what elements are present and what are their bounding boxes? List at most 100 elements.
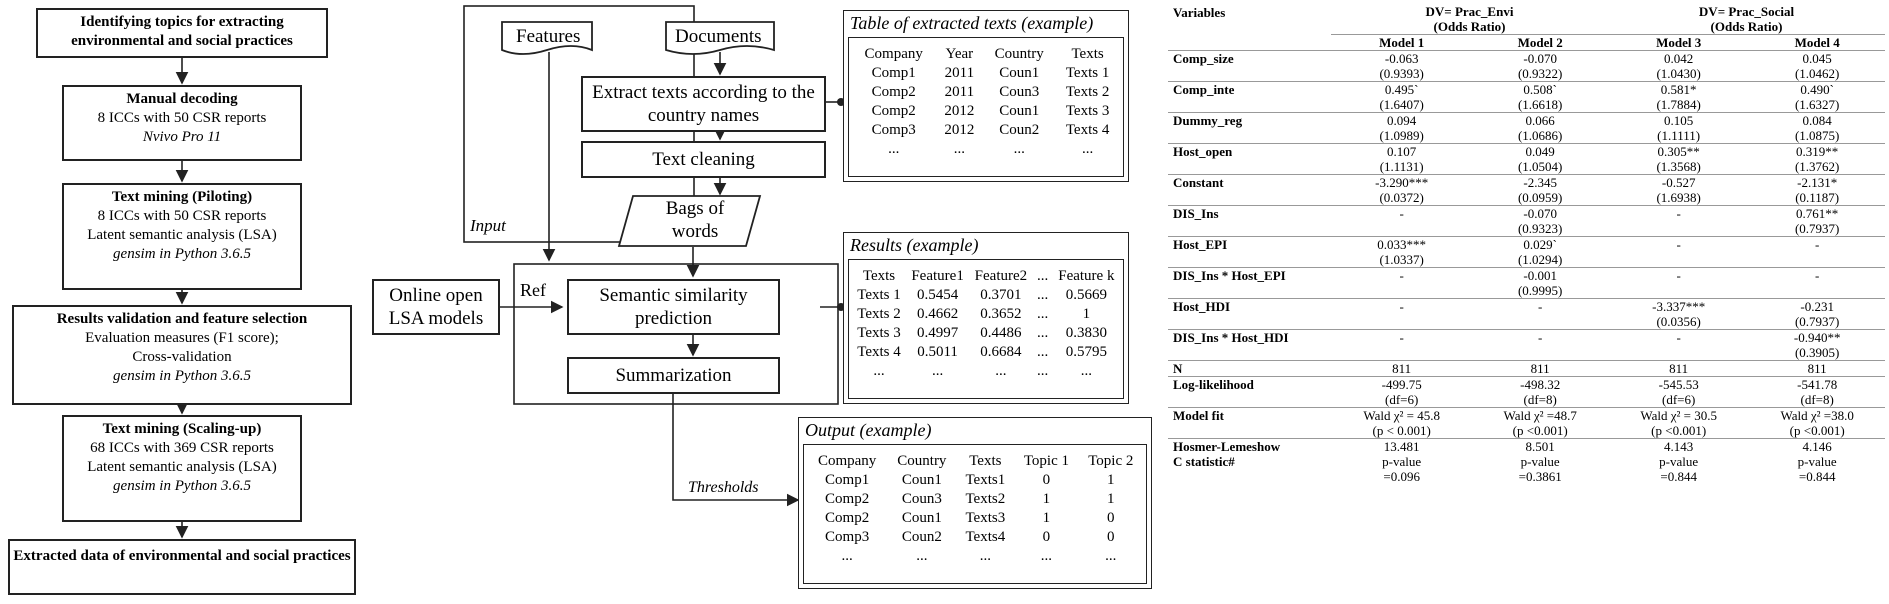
- coefficient: -541.78: [1797, 377, 1838, 392]
- model-1-cell: -: [1331, 298, 1473, 330]
- variable-name: Constant: [1168, 174, 1331, 206]
- model-2-cell: Wald χ² =48.7(p <0.001): [1472, 407, 1608, 439]
- model-4-cell: -0.940**(0.3905): [1749, 329, 1885, 361]
- flow-step-tool: gensim in Python 3.6.5: [113, 246, 251, 262]
- coefficient: -3.337***: [1652, 299, 1706, 314]
- coefficient: 0.045: [1802, 51, 1832, 66]
- coefficient: -0.063: [1384, 51, 1419, 66]
- coefficient: -2.345: [1523, 175, 1557, 190]
- regression-row: DIS_Ins--0.070(0.9323)-0.761**(0.7937): [1168, 205, 1885, 237]
- model-1-cell: 13.481: [1331, 438, 1473, 454]
- semantic-similarity-label: Semantic similarity prediction: [599, 285, 748, 329]
- regression-row: Constant-3.290***(0.0372)-2.345(0.0959)-…: [1168, 174, 1885, 206]
- coefficient: p-value: [1382, 454, 1422, 469]
- regression-table: Variables DV= Prac_Envi(Odds Ratio) DV= …: [1168, 4, 1885, 484]
- model-3-cell: 0.105(1.1111): [1607, 112, 1750, 144]
- coefficient: 13.481: [1383, 439, 1420, 454]
- thresholds-label: Thresholds: [688, 479, 759, 496]
- flow-step-line: 8 ICCs with 50 CSR reports: [97, 110, 267, 126]
- odds-ratio: (1.7884): [1656, 97, 1701, 112]
- model-1-header: Model 1: [1331, 34, 1473, 51]
- model-1-cell: -3.290***(0.0372): [1331, 174, 1473, 206]
- coefficient: 0.319**: [1796, 144, 1839, 159]
- odds-ratio: (0.0356): [1656, 314, 1701, 329]
- flow-step-line: Evaluation measures (F1 score);: [85, 330, 279, 346]
- model-3-cell: 0.042(1.0430): [1607, 50, 1750, 82]
- extract-texts-box: Extract texts according to the country n…: [581, 76, 826, 132]
- odds-ratio: (0.7937): [1794, 221, 1840, 236]
- coefficient: -3.290***: [1375, 175, 1429, 190]
- odds-ratio: (p <0.001): [1512, 423, 1568, 438]
- model-1-cell: 0.094(1.0989): [1331, 112, 1473, 144]
- flow-step-tool: Nvivo Pro 11: [142, 129, 222, 145]
- coefficient: -0.527: [1661, 175, 1696, 190]
- model-3-cell: -: [1607, 236, 1750, 268]
- results-title: Results (example): [850, 235, 979, 255]
- coefficient: 4.146: [1802, 439, 1832, 454]
- coefficient: -: [1676, 237, 1681, 252]
- model-4-cell: 811: [1749, 360, 1885, 377]
- flow-step-text-mining-piloting: Text mining (Piloting) 8 ICCs with 50 CS…: [62, 183, 302, 290]
- variable-name: Host_EPI: [1168, 236, 1331, 268]
- regression-row: Log-likelihood-499.75(df=6)-498.32(df=8)…: [1168, 376, 1885, 408]
- model-3-cell: -: [1607, 205, 1750, 237]
- model-3-cell: 811: [1607, 360, 1750, 377]
- model-2-header: Model 2: [1472, 34, 1608, 51]
- model-2-cell: -0.070(0.9322): [1472, 50, 1608, 82]
- model-4-cell: -: [1749, 236, 1885, 268]
- odds-ratio: (0.9323): [1517, 221, 1563, 236]
- odds-ratio: (1.0686): [1517, 128, 1563, 143]
- regression-body: Comp_size-0.063(0.9393)-0.070(0.9322)0.0…: [1168, 50, 1885, 484]
- flow-step-line: 8 ICCs with 50 CSR reports: [97, 208, 267, 224]
- coefficient: 0.042: [1664, 51, 1694, 66]
- dv-envi-header: DV= Prac_Envi(Odds Ratio): [1425, 4, 1514, 34]
- coefficient: 0.084: [1802, 113, 1832, 128]
- odds-ratio: (0.7937): [1794, 314, 1840, 329]
- coefficient: -545.53: [1658, 377, 1699, 392]
- odds-ratio: =0.844: [1798, 469, 1836, 484]
- model-1-cell: -: [1331, 267, 1473, 299]
- model-1-cell: -499.75(df=6): [1331, 376, 1473, 408]
- flow-step-title: Manual decoding: [126, 91, 238, 107]
- odds-ratio: (df=8): [1523, 392, 1557, 407]
- coefficient: 0.581*: [1660, 82, 1697, 97]
- extracted-texts-panel: Table of extracted texts (example) Compa…: [843, 10, 1129, 182]
- odds-ratio: (1.0989): [1379, 128, 1424, 143]
- coefficient: 811: [1807, 361, 1827, 376]
- odds-ratio: (0.1187): [1795, 190, 1840, 205]
- coefficient: Wald χ² =38.0: [1780, 408, 1854, 423]
- coefficient: p-value: [1797, 454, 1837, 469]
- coefficient: -: [1676, 206, 1681, 221]
- odds-ratio: (1.6938): [1656, 190, 1701, 205]
- coefficient: 0.049: [1525, 144, 1555, 159]
- summarization-box: Summarization: [567, 357, 780, 394]
- odds-ratio: (df=8): [1800, 392, 1834, 407]
- flow-step-results-validation: Results validation and feature selection…: [12, 305, 352, 405]
- model-4-cell: 0.084(1.0875): [1749, 112, 1885, 144]
- features-doc-label: Features: [516, 26, 581, 47]
- text-cleaning-label: Text cleaning: [652, 149, 755, 170]
- odds-ratio: (0.3905): [1794, 345, 1840, 360]
- odds-ratio: (1.0504): [1517, 159, 1563, 174]
- model-3-cell: -: [1607, 329, 1750, 361]
- model-3-cell: 0.581*(1.7884): [1607, 81, 1750, 113]
- model-4-cell: -0.231(0.7937): [1749, 298, 1885, 330]
- model-1-cell: 0.033***(1.0337): [1331, 236, 1473, 268]
- flow-step-line: Latent semantic analysis (LSA): [87, 227, 277, 243]
- model-3-cell: -0.527(1.6938): [1607, 174, 1750, 206]
- variable-name: Comp_size: [1168, 50, 1331, 82]
- model-1-cell: 0.107(1.1131): [1331, 143, 1473, 175]
- regression-row: Host_HDI---3.337***(0.0356)-0.231(0.7937…: [1168, 298, 1885, 330]
- odds-ratio: (1.0337): [1379, 252, 1424, 267]
- flow-step-title: Extracted data of environmental and soci…: [13, 548, 351, 564]
- model-2-cell: 8.501: [1472, 438, 1608, 454]
- coefficient: 0.066: [1525, 113, 1555, 128]
- coefficient: -2.131*: [1797, 175, 1838, 190]
- variable-name: Model fit: [1168, 407, 1331, 439]
- model-3-cell: -: [1607, 267, 1750, 299]
